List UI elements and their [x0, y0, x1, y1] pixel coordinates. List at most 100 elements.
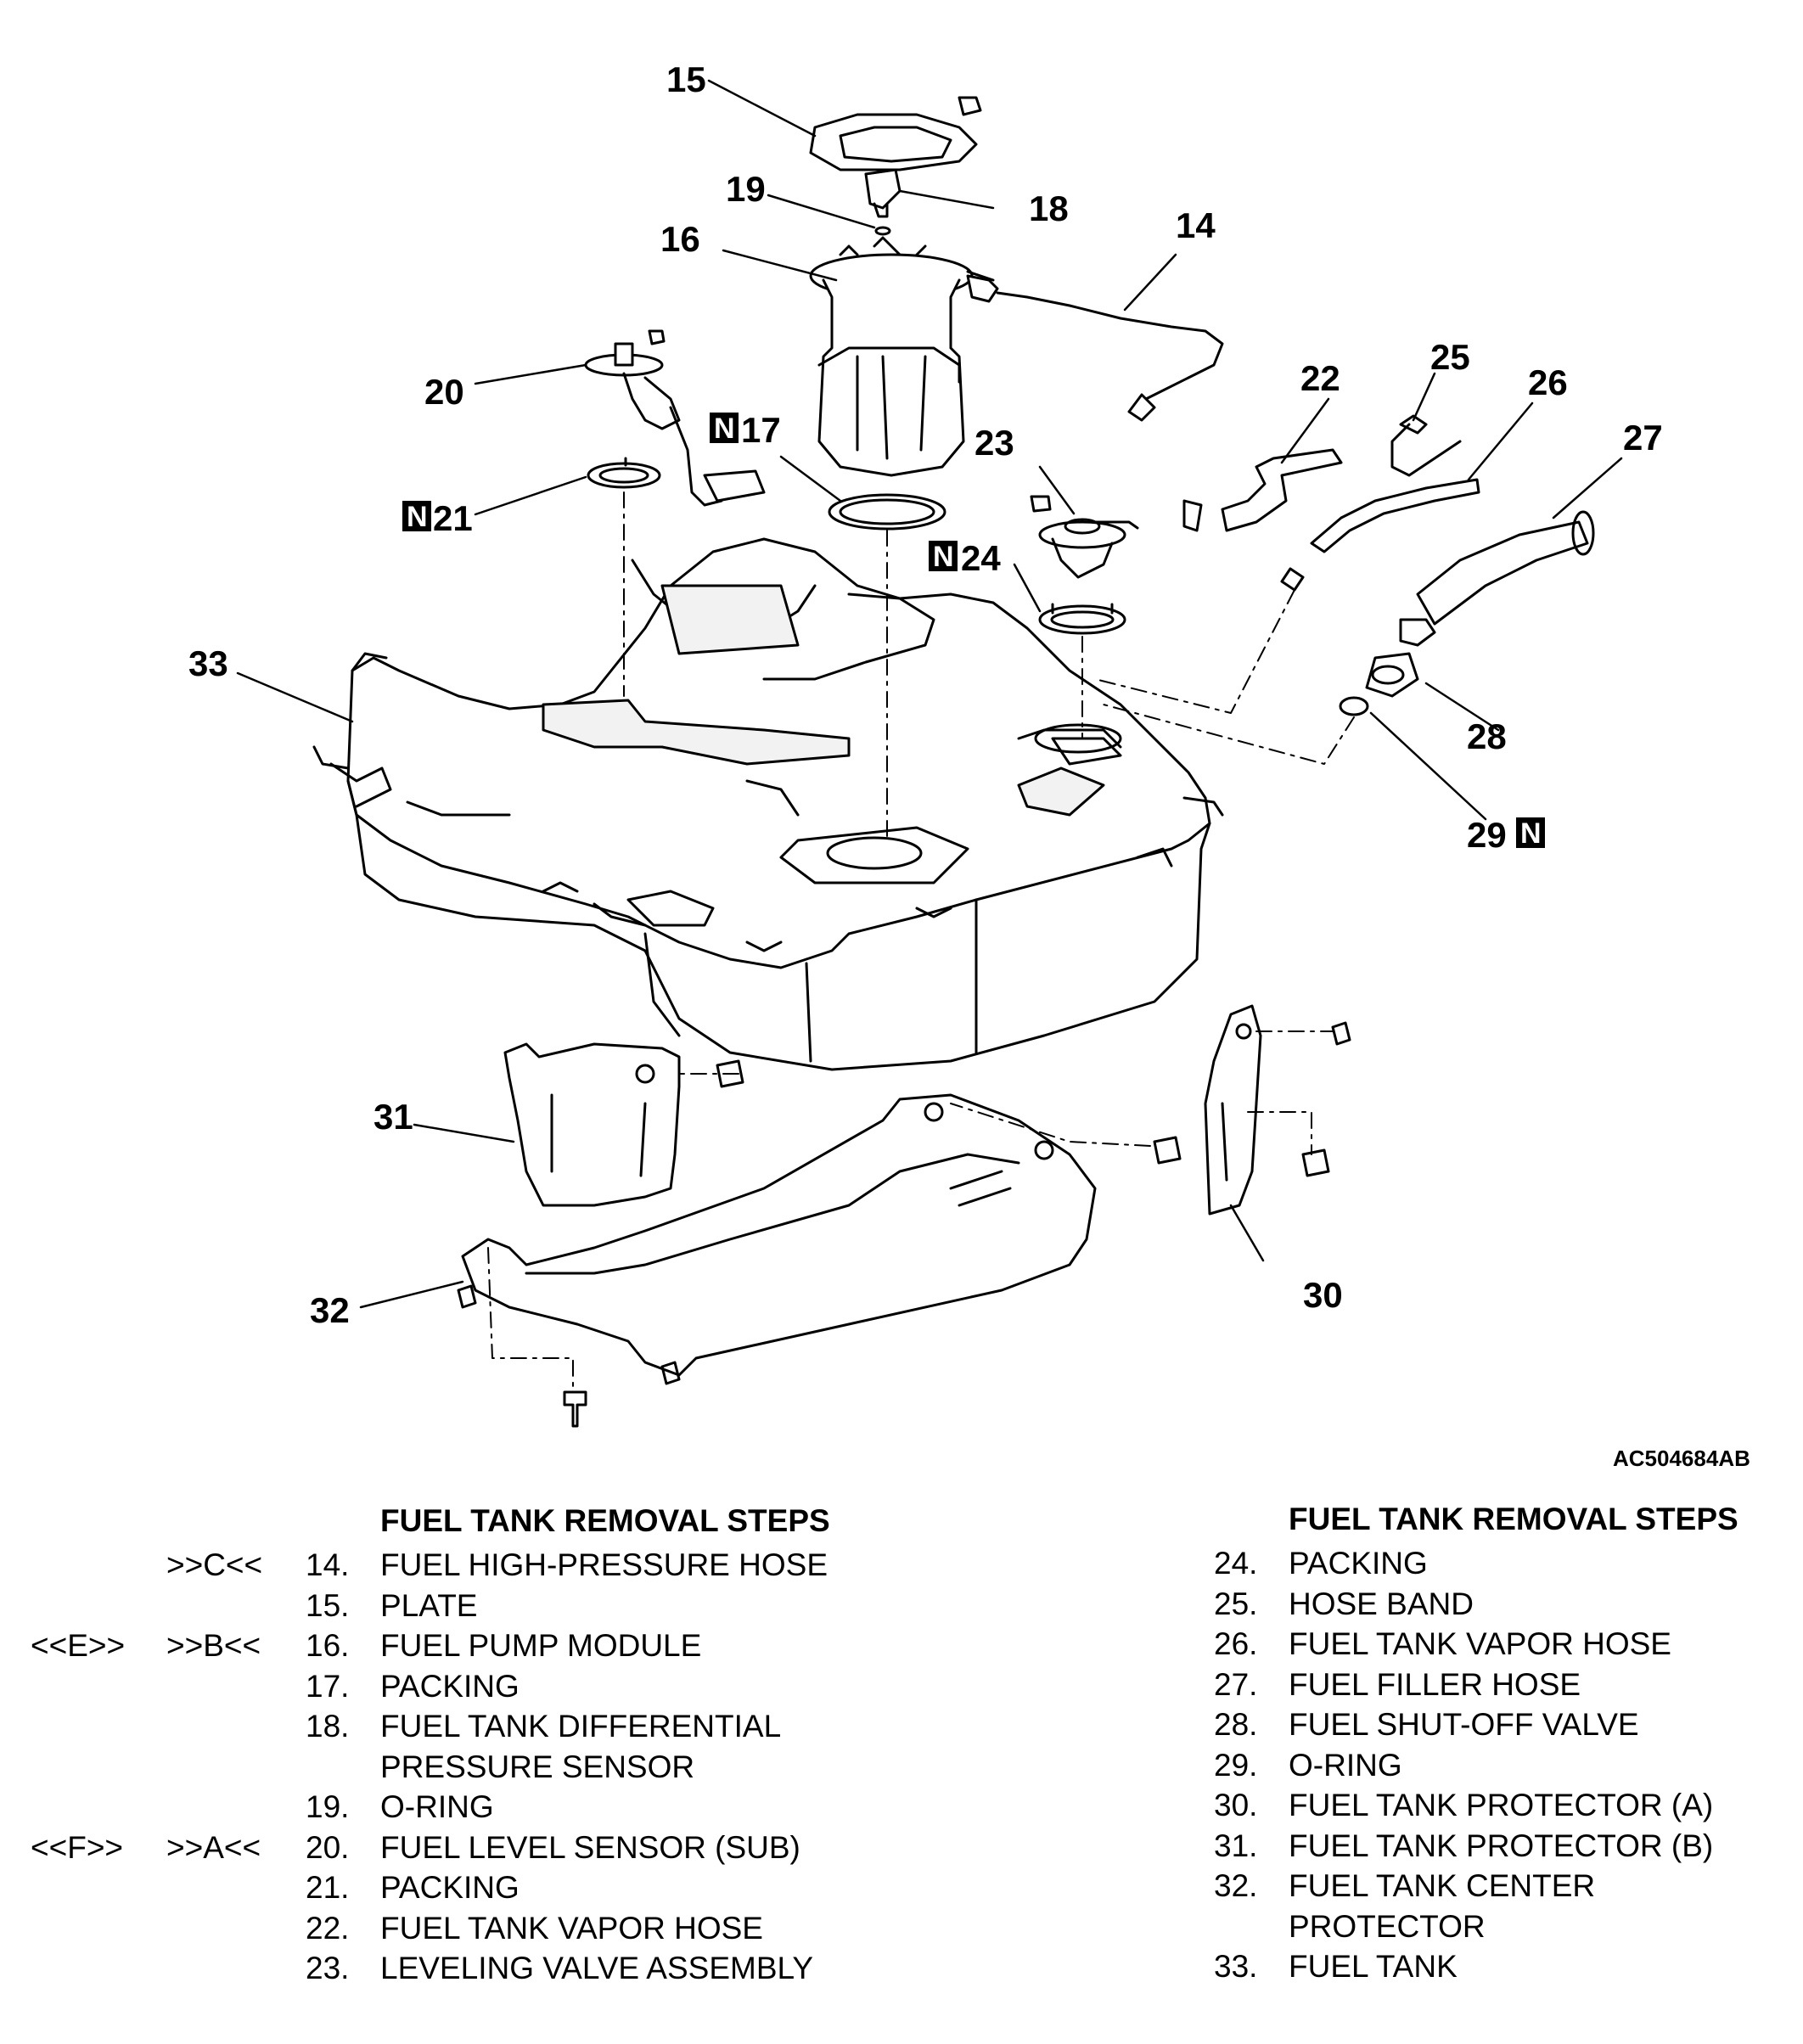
callout-21: 21 — [433, 498, 473, 538]
callout-26: 26 — [1528, 362, 1568, 402]
leveling-valve-assembly-part — [1030, 495, 1203, 579]
step-text: FUEL HIGH-PRESSURE HOSE — [380, 1547, 828, 1582]
callout-31: 31 — [374, 1097, 413, 1137]
step-text: FUEL TANK PROTECTOR (B) — [1289, 1828, 1714, 1863]
steps-header-left: FUEL TANK REMOVAL STEPS — [380, 1503, 830, 1538]
callout-28: 28 — [1467, 716, 1507, 756]
step-row: 32.FUEL TANK CENTER — [1205, 1866, 1791, 1906]
step-row: >>C<<14.FUEL HIGH-PRESSURE HOSE — [0, 1545, 900, 1586]
step-number: 30. — [1214, 1788, 1258, 1822]
step-number: 29. — [1214, 1747, 1258, 1783]
step-row: 15. PLATE — [0, 1586, 900, 1626]
callout-24: 24 — [961, 538, 1001, 578]
service-ref-left: <<E>> — [31, 1628, 126, 1663]
fuel-shut-off-valve-part — [1365, 618, 1436, 698]
callout-labels: 15 18 19 16 14 20 N 17 N 21 22 25 26 27 … — [188, 59, 1663, 1330]
step-text: PLATE — [380, 1587, 478, 1623]
callout-17: 17 — [741, 410, 781, 450]
step-text: FUEL PUMP MODULE — [380, 1628, 702, 1663]
step-number: 21. — [306, 1870, 350, 1905]
step-row: PROTECTOR — [1205, 1906, 1791, 1947]
step-number: 31. — [1214, 1828, 1258, 1863]
service-ref-left: <<F>> — [31, 1829, 124, 1865]
step-text: O-RING — [1289, 1747, 1402, 1783]
n-mark-24 — [929, 541, 958, 571]
callout-14: 14 — [1176, 205, 1216, 245]
step-row: 19.O-RING — [0, 1787, 900, 1828]
callout-15: 15 — [666, 59, 706, 99]
fuel-filler-hose-part — [1416, 510, 1595, 626]
step-row: 22.FUEL TANK VAPOR HOSE — [0, 1908, 900, 1949]
step-row: <<E>>>>B<<16.FUEL PUMP MODULE — [0, 1626, 900, 1666]
step-number: 24. — [1214, 1546, 1258, 1581]
step-number: 27. — [1214, 1666, 1258, 1702]
service-ref-right: >>A<< — [166, 1829, 261, 1865]
callout-19: 19 — [726, 169, 766, 209]
step-number: 33. — [1214, 1949, 1258, 1984]
hose-band-part — [1390, 414, 1462, 477]
fuel-tank-center-protector-part — [457, 1093, 1097, 1428]
step-row: 30. FUEL TANK PROTECTOR (A) — [1205, 1785, 1791, 1826]
callout-16: 16 — [660, 219, 700, 259]
step-text: LEVELING VALVE ASSEMBLY — [380, 1951, 814, 1985]
step-text: O-RING — [380, 1789, 494, 1824]
step-row: 31. FUEL TANK PROTECTOR (B) — [1205, 1826, 1791, 1867]
step-text: PRESSURE SENSOR — [380, 1749, 695, 1784]
step-text: FUEL FILLER HOSE — [1289, 1666, 1581, 1702]
fuel-pump-module-part — [809, 236, 995, 477]
n-mark-text-21: N — [407, 501, 428, 533]
step-text: PACKING — [380, 1870, 520, 1905]
step-text: PROTECTOR — [1289, 1908, 1486, 1944]
step-number: 14. — [306, 1547, 350, 1582]
step-row: 28. FUEL SHUT-OFF VALVE — [1205, 1704, 1791, 1745]
exploded-parts-diagram: 15 18 19 16 14 20 N 17 N 21 22 25 26 27 … — [188, 59, 1663, 1428]
step-row: 25. HOSE BAND — [1205, 1584, 1791, 1625]
step-text: FUEL SHUT-OFF VALVE — [1289, 1707, 1639, 1742]
fuel-tank-vapor-hose-22-part — [1221, 448, 1343, 532]
step-row: 18. FUEL TANK DIFFERENTIAL — [0, 1706, 900, 1747]
step-row: 21. PACKING — [0, 1867, 900, 1908]
step-number: 26. — [1214, 1626, 1258, 1661]
callout-32: 32 — [310, 1290, 350, 1330]
step-row: 24. PACKING — [1205, 1543, 1791, 1584]
step-row: 29. O-RING — [1205, 1745, 1791, 1786]
step-number: 22. — [306, 1910, 350, 1946]
callout-23: 23 — [975, 423, 1014, 463]
step-number: 18. — [306, 1709, 350, 1744]
step-text: FUEL LEVEL SENSOR (SUB) — [380, 1829, 800, 1865]
step-text: FUEL TANK PROTECTOR (A) — [1289, 1788, 1714, 1822]
o-ring-29-part — [1339, 696, 1369, 716]
step-number: 25. — [1214, 1586, 1258, 1621]
step-row: 26.FUEL TANK VAPOR HOSE — [1205, 1624, 1791, 1665]
step-row: 27. FUEL FILLER HOSE — [1205, 1665, 1791, 1705]
steps-list-left: >>C<<14.FUEL HIGH-PRESSURE HOSE 15.PLATE… — [0, 1545, 900, 1989]
o-ring-19-part — [874, 226, 891, 236]
steps-header-right: FUEL TANK REMOVAL STEPS — [1289, 1502, 1738, 1536]
step-text: PACKING — [380, 1668, 520, 1704]
differential-pressure-sensor-part — [864, 168, 902, 218]
steps-list-right: 24. PACKING 25. HOSE BAND 26.FUEL TANK VAP… — [1205, 1543, 1791, 1987]
figure-id: AC504684AB — [1613, 1446, 1750, 1471]
n-mark-text-17: N — [714, 413, 735, 445]
callout-33: 33 — [188, 643, 228, 683]
removal-steps-left: FUEL TANK REMOVAL STEPS >>C<<14.FUEL HIG… — [0, 1501, 900, 1985]
n-mark-29 — [1516, 817, 1545, 848]
callout-20: 20 — [424, 372, 464, 412]
fuel-tank-protector-a-part — [1153, 1004, 1351, 1216]
step-text: FUEL TANK DIFFERENTIAL — [380, 1709, 782, 1744]
packing-24-part — [1038, 603, 1126, 635]
callout-29: 29 — [1467, 815, 1507, 855]
step-row: <<F>> >>A<< 20. FUEL LEVEL SENSOR (SUB) — [0, 1828, 900, 1868]
step-text: FUEL TANK CENTER — [1289, 1868, 1596, 1903]
step-number: 20. — [306, 1829, 350, 1865]
step-number: 23. — [306, 1951, 350, 1985]
step-text: PACKING — [1289, 1546, 1428, 1581]
n-mark-text-29: N — [1520, 817, 1542, 850]
step-number: 15. — [306, 1587, 350, 1623]
fuel-level-sensor-part — [584, 329, 766, 507]
step-number: 28. — [1214, 1707, 1258, 1742]
fuel-tank — [312, 537, 1224, 1071]
step-text: HOSE BAND — [1289, 1586, 1474, 1621]
n-mark-21 — [402, 501, 431, 531]
step-text: FUEL TANK — [1289, 1949, 1458, 1984]
